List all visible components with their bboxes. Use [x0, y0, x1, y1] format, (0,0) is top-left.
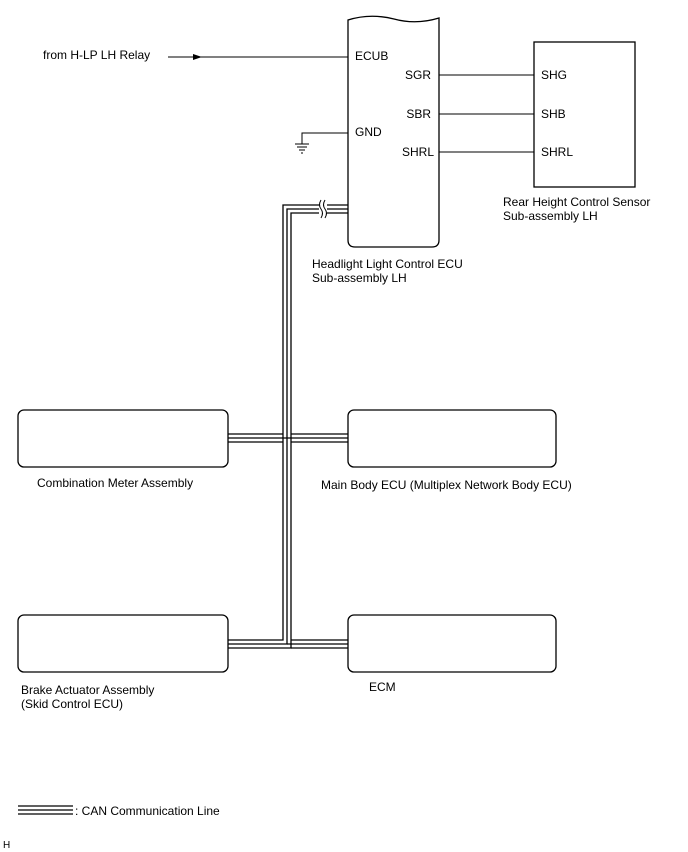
ecm-label: ECM [369, 680, 396, 694]
gnd-wire [301, 132, 348, 144]
arrow-icon [193, 54, 202, 60]
ecu-box [347, 15, 440, 248]
ecu-pin-gnd: GND [355, 125, 382, 139]
main-body-ecu-label: Main Body ECU (Multiplex Network Body EC… [321, 478, 572, 492]
ecu-pin-sbr: SBR [406, 107, 431, 121]
ecu-pin-shrl: SHRL [402, 145, 434, 159]
ecu-label-line2: Sub-assembly LH [312, 271, 407, 285]
can-break-mark [319, 199, 327, 219]
brake-actuator-label-line1: Brake Actuator Assembly [21, 683, 154, 697]
sensor-label-line1: Rear Height Control Sensor [503, 195, 650, 209]
main-body-ecu-box [347, 409, 557, 468]
legend-can-line-label: : CAN Communication Line [75, 804, 220, 818]
sensor-pin-shb: SHB [541, 107, 566, 121]
sensor-pin-shrl: SHRL [541, 145, 573, 159]
brake-actuator-label-line2: (Skid Control ECU) [21, 697, 123, 711]
ecm-box [347, 614, 557, 673]
sensor-box [533, 41, 636, 188]
combination-meter-box [17, 409, 229, 468]
footer-mark: H [3, 840, 10, 851]
ecu-pin-sgr: SGR [405, 68, 431, 82]
sensor-label-line2: Sub-assembly LH [503, 209, 598, 223]
ground-icon [295, 143, 309, 154]
ecu-label-line1: Headlight Light Control ECU [312, 257, 463, 271]
combination-meter-label: Combination Meter Assembly [37, 476, 193, 490]
brake-actuator-box [17, 614, 229, 673]
can-bus [228, 204, 348, 649]
ecu-pin-ecub: ECUB [355, 49, 388, 63]
source-label: from H-LP LH Relay [43, 48, 150, 62]
legend-can-line-symbol [18, 805, 73, 815]
sensor-pin-shg: SHG [541, 68, 567, 82]
